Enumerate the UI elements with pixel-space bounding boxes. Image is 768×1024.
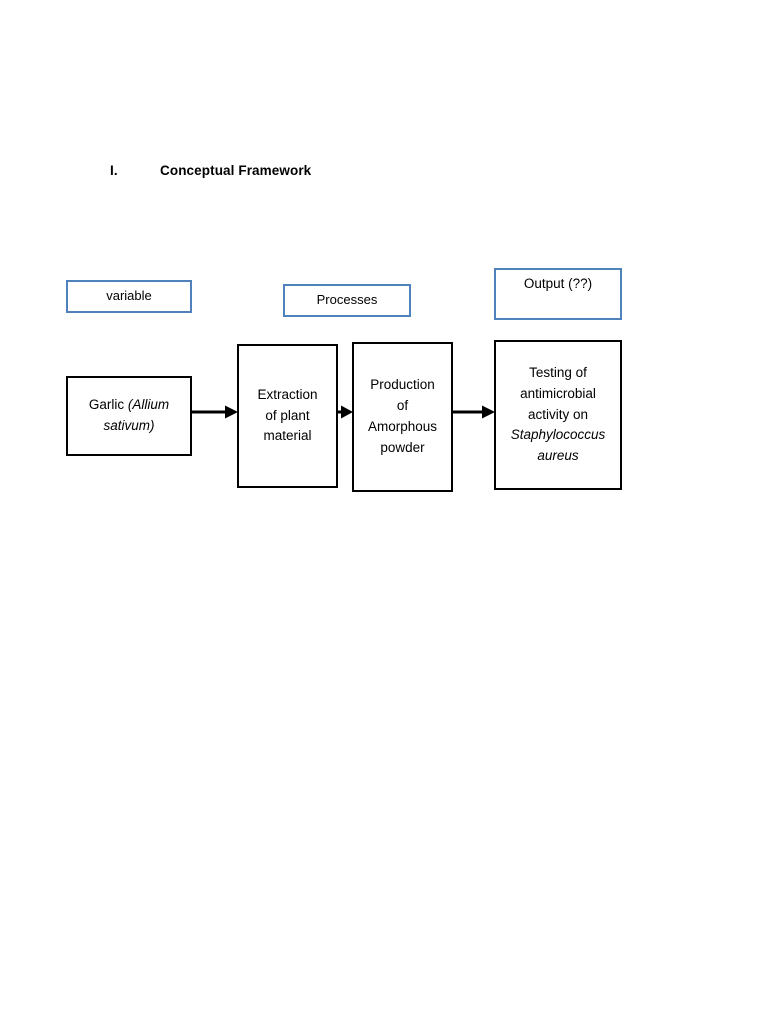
testing-line-5-species: aureus	[537, 448, 579, 464]
extraction-line-2: of plant	[265, 407, 310, 423]
heading-numeral: I.	[110, 163, 118, 178]
flow-box-testing-text: Testing of antimicrobial activity on Staphy…	[503, 363, 614, 468]
production-line-2: of	[396, 398, 409, 414]
testing-line-2: antimicrobial	[520, 385, 596, 401]
production-line-4: powder	[380, 439, 425, 455]
column-label-variable-text: variable	[106, 288, 152, 303]
page-title: Conceptual Framework	[160, 163, 312, 178]
extraction-line-3: material	[263, 428, 312, 444]
flow-box-garlic: Garlic (Allium sativum)	[66, 376, 192, 456]
production-line-3: Amorphous	[367, 419, 438, 434]
flow-box-garlic-text: Garlic (Allium sativum)	[68, 395, 190, 437]
column-label-processes: Processes	[283, 284, 411, 317]
arrow-production-to-testing-icon	[453, 404, 495, 420]
testing-line-4-species: Staphylococcus	[510, 427, 606, 443]
flow-box-extraction: Extraction of plant material	[237, 344, 338, 488]
garlic-label-species: (Allium sativum)	[103, 397, 170, 433]
column-label-output-text: Output (??)	[523, 276, 593, 291]
testing-line-1: Testing of	[529, 364, 587, 380]
column-label-variable: variable	[66, 280, 192, 313]
page-heading: I. Conceptual Framework	[110, 163, 311, 178]
flow-box-testing: Testing of antimicrobial activity on Staphy…	[494, 340, 622, 490]
production-line-1: Production	[370, 377, 435, 393]
column-label-processes-text: Processes	[316, 292, 378, 307]
extraction-line-1: Extraction	[257, 386, 318, 402]
flow-box-extraction-text: Extraction of plant material	[249, 385, 325, 448]
garlic-label-plain: Garlic	[88, 397, 128, 413]
arrow-garlic-to-extraction-icon	[192, 404, 238, 420]
arrow-extraction-to-production-icon	[338, 404, 353, 420]
column-label-output: Output (??)	[494, 268, 622, 320]
testing-line-3: activity on	[527, 406, 589, 422]
